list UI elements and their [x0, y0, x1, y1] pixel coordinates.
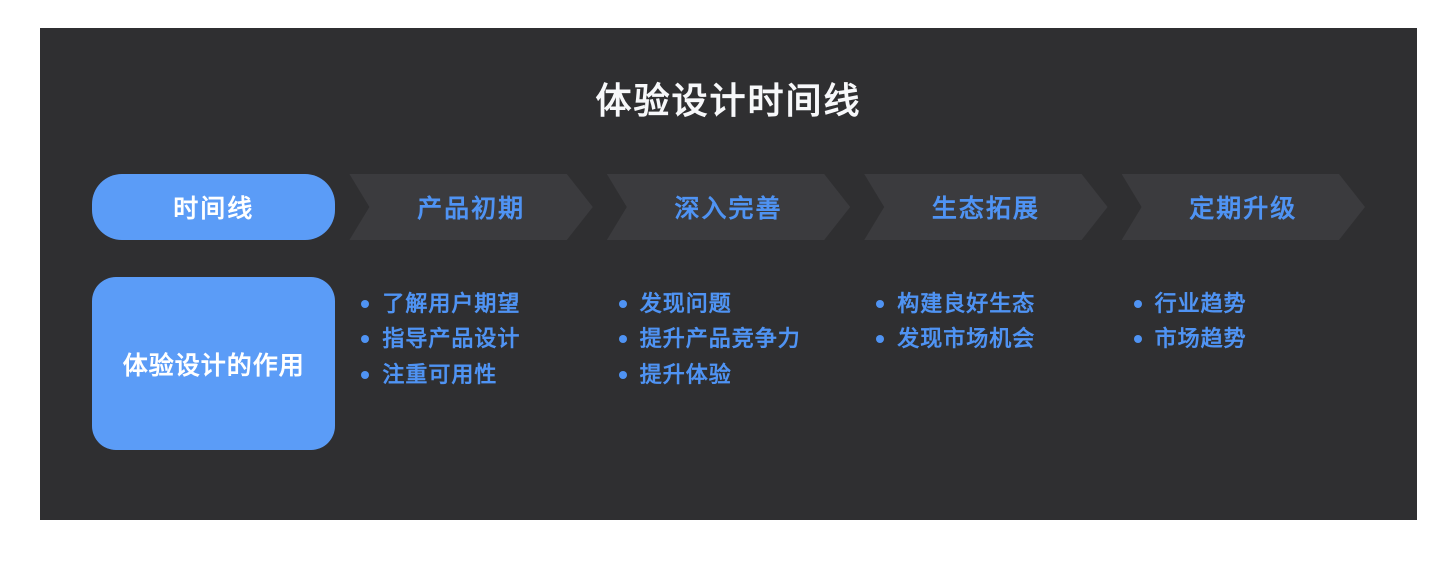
- list-item: 了解用户期望: [361, 291, 592, 317]
- point-label: 指导产品设计: [382, 326, 521, 352]
- list-item: 提升体验: [618, 361, 850, 388]
- timeline-slide-card: 体验设计时间线 时间线 产品初期 深入完善 生态拓展 定期升级 体验设计的作用 …: [40, 28, 1417, 520]
- stage-header-row: 时间线 产品初期 深入完善 生态拓展 定期升级: [92, 174, 1365, 240]
- role-box: 体验设计的作用: [92, 277, 336, 450]
- bullet-icon: [876, 335, 885, 344]
- bullet-icon: [1133, 335, 1142, 344]
- point-label: 行业趋势: [1154, 291, 1247, 316]
- point-label: 构建良好生态: [897, 291, 1036, 316]
- bullet-icon: [361, 335, 370, 344]
- stage-points-upgrade: 行业趋势 市场趋势: [1122, 277, 1365, 450]
- list-item: 发现问题: [618, 291, 850, 317]
- list-item: 注重可用性: [361, 362, 592, 388]
- page-title: 体验设计时间线: [595, 80, 862, 121]
- point-label: 注重可用性: [382, 361, 498, 387]
- list-item: 提升产品竞争力: [618, 326, 850, 352]
- stage-points-improve: 发现问题 提升产品竞争力 提升体验: [607, 277, 850, 450]
- stage-points-initial: 了解用户期望 指导产品设计 注重可用性: [349, 277, 592, 450]
- stage-points-ecosystem: 构建良好生态 发现市场机会: [864, 277, 1107, 450]
- timeline-pill: 时间线: [92, 174, 336, 240]
- bullet-icon: [618, 370, 627, 379]
- stage-chevron-initial: 产品初期: [349, 174, 592, 240]
- bullet-icon: [361, 370, 370, 379]
- list-item: 市场趋势: [1133, 326, 1365, 352]
- point-label: 提升产品竞争力: [639, 326, 801, 352]
- point-label: 市场趋势: [1154, 326, 1247, 352]
- list-item: 指导产品设计: [361, 326, 592, 352]
- bullet-icon: [361, 300, 370, 308]
- bullet-icon: [618, 335, 627, 344]
- point-label: 发现问题: [639, 291, 732, 316]
- stage-chevron-improve: 深入完善: [607, 174, 850, 240]
- stage-chevron-ecosystem: 生态拓展: [864, 174, 1107, 240]
- stage-chevron-upgrade: 定期升级: [1122, 174, 1365, 240]
- list-item: 行业趋势: [1133, 291, 1365, 317]
- point-label: 提升体验: [639, 361, 732, 387]
- stage-content-row: 体验设计的作用 了解用户期望 指导产品设计 注重可用性 发现问题 提升: [92, 277, 1365, 450]
- list-item: 构建良好生态: [876, 291, 1107, 317]
- bullet-icon: [876, 300, 885, 308]
- list-item: 发现市场机会: [876, 326, 1107, 352]
- point-label: 了解用户期望: [382, 291, 521, 316]
- bullet-icon: [1133, 300, 1142, 308]
- point-label: 发现市场机会: [897, 326, 1036, 352]
- bullet-icon: [618, 300, 627, 308]
